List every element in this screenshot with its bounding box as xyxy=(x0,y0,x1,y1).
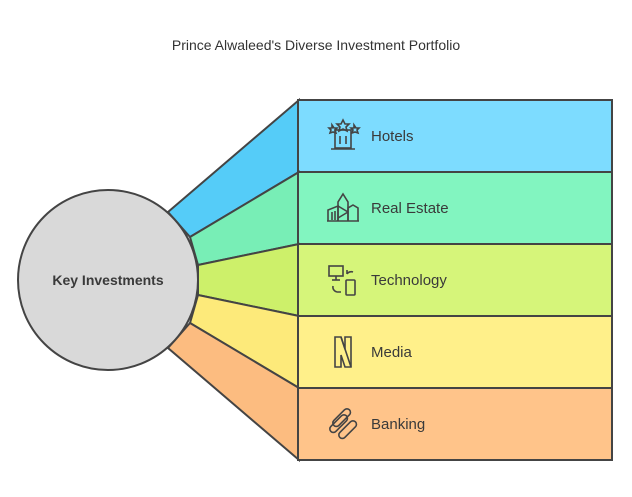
devices-sync-icon xyxy=(328,265,356,296)
chain-links-icon xyxy=(329,408,358,440)
category-label: Banking xyxy=(371,416,425,433)
category-label: Technology xyxy=(371,272,447,289)
band-technology: Technology xyxy=(197,242,613,318)
center-circle xyxy=(17,189,199,371)
category-box xyxy=(297,315,613,389)
category-box xyxy=(297,387,613,461)
netflix-logo-icon xyxy=(334,336,352,368)
center-label: Key Investments xyxy=(52,272,163,288)
band-media: Media xyxy=(188,293,613,390)
category-box xyxy=(297,171,613,245)
band-hotels: Hotels xyxy=(166,97,613,239)
hotel-stars-icon xyxy=(327,118,361,150)
category-box xyxy=(297,99,613,173)
category-label: Media xyxy=(371,344,413,361)
band-real-estate: Real Estate xyxy=(188,170,613,267)
category-box xyxy=(297,243,613,317)
buildings-icon xyxy=(327,192,359,222)
band-banking: Banking xyxy=(166,321,613,463)
category-label: Hotels xyxy=(371,128,414,145)
category-label: Real Estate xyxy=(371,200,449,217)
diagram-title: Prince Alwaleed's Diverse Investment Por… xyxy=(171,37,461,53)
